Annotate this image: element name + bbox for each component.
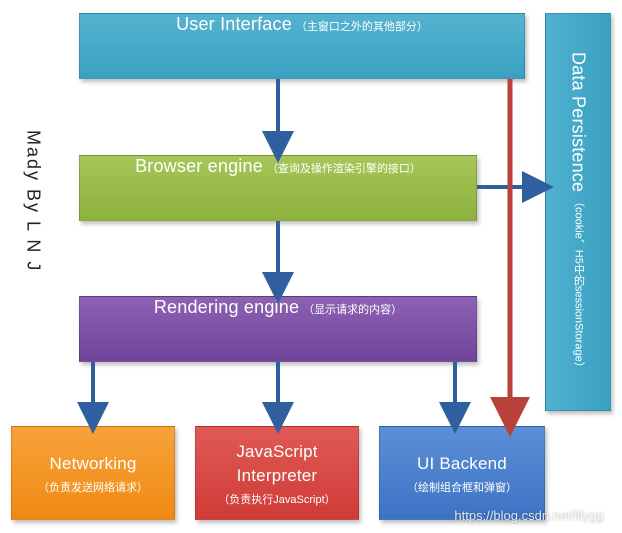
- data-persistence-box: Data Persistence （cookie、H5中的sessionStor…: [545, 13, 611, 411]
- user-interface-title: User Interface: [176, 14, 292, 34]
- ui-backend-note: （绘制组合框和弹窗）: [407, 481, 517, 494]
- browser-engine-title: Browser engine: [135, 156, 263, 176]
- javascript-interpreter-title-line1: JavaScript: [236, 441, 318, 461]
- data-persistence-title: Data Persistence: [568, 51, 589, 192]
- browser-engine-note: （查询及操作渲染引擎的接口）: [266, 163, 421, 175]
- networking-title: Networking: [49, 453, 137, 473]
- rendering-engine-box: Rendering engine （显示请求的内容）: [79, 296, 477, 362]
- watermark-url: https://blog.csdn.net/lilygg: [454, 508, 604, 523]
- data-persistence-label: Data Persistence （cookie、H5中的sessionStor…: [568, 52, 589, 373]
- javascript-interpreter-title-line2: Interpreter: [236, 465, 318, 485]
- networking-note: （负责发送网络请求）: [38, 481, 148, 494]
- ui-backend-title: UI Backend: [417, 453, 507, 473]
- javascript-interpreter-box: JavaScript Interpreter （负责执行JavaScript）: [195, 426, 359, 520]
- browser-engine-box: Browser engine （查询及操作渲染引擎的接口）: [79, 155, 477, 221]
- javascript-interpreter-note: （负责执行JavaScript）: [218, 493, 336, 506]
- networking-box: Networking （负责发送网络请求）: [11, 426, 175, 520]
- rendering-engine-note: （显示请求的内容）: [303, 304, 403, 316]
- data-persistence-note: （cookie、H5中的sessionStorage）: [572, 195, 585, 373]
- user-interface-note: （主窗口之外的其他部分）: [295, 21, 428, 33]
- author-credit: Mady By L N J: [23, 130, 44, 273]
- user-interface-box: User Interface （主窗口之外的其他部分）: [79, 13, 525, 79]
- ui-backend-box: UI Backend （绘制组合框和弹窗）: [379, 426, 545, 520]
